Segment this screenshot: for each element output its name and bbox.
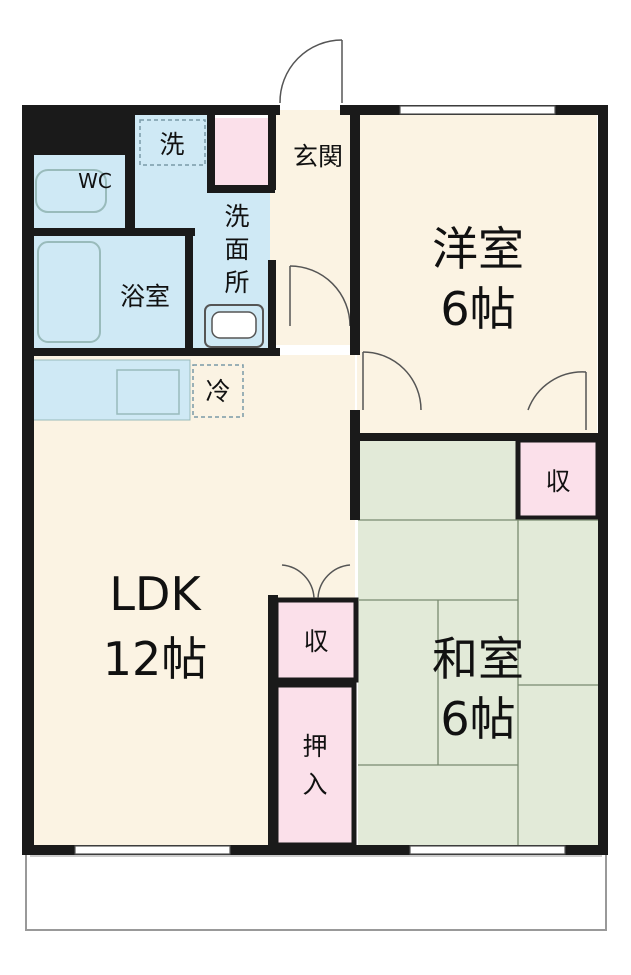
fridge-space xyxy=(192,364,244,418)
entrance-hall-floor xyxy=(270,110,360,345)
svg-text:面: 面 xyxy=(224,235,249,264)
washer-space xyxy=(139,119,206,166)
closet-western xyxy=(515,437,601,521)
closet-western-label: 収 xyxy=(545,467,570,496)
svg-text:押: 押 xyxy=(302,732,327,761)
balcony xyxy=(25,849,607,931)
ldk-name: LDK xyxy=(109,567,202,621)
entrance-door xyxy=(279,39,343,104)
door-swings xyxy=(281,265,587,599)
washer-label: 洗 xyxy=(159,130,184,159)
tatami-lines xyxy=(358,519,598,845)
svg-text:所: 所 xyxy=(224,268,249,297)
closet-ldk xyxy=(273,597,359,683)
oshiire-closet xyxy=(273,682,357,848)
washroom-label: 洗 面 所 xyxy=(224,202,249,297)
entrance-label: 玄関 xyxy=(293,142,343,171)
walls xyxy=(22,105,608,855)
bathtub xyxy=(37,241,101,343)
fridge-label: 冷 xyxy=(205,377,230,406)
japanese-room-size: 6帖 xyxy=(440,692,515,746)
toilet xyxy=(35,169,107,213)
svg-text:入: 入 xyxy=(302,770,327,799)
western-room-name: 洋室 xyxy=(432,222,524,276)
japanese-room-name: 和室 xyxy=(432,632,524,686)
bath-label: 浴室 xyxy=(120,282,170,311)
closet-ldk-label: 収 xyxy=(303,627,328,656)
wc-label: WC xyxy=(78,169,112,193)
washbasin-bowl xyxy=(211,311,257,339)
sink xyxy=(116,369,180,415)
svg-text:洗: 洗 xyxy=(224,202,249,231)
western-room-floor xyxy=(357,110,597,440)
ldk-size: 12帖 xyxy=(103,632,208,686)
oshiire-label: 押 入 xyxy=(302,732,327,799)
windows xyxy=(74,105,566,855)
western-room-size: 6帖 xyxy=(440,282,515,336)
shoe-storage xyxy=(212,118,272,188)
